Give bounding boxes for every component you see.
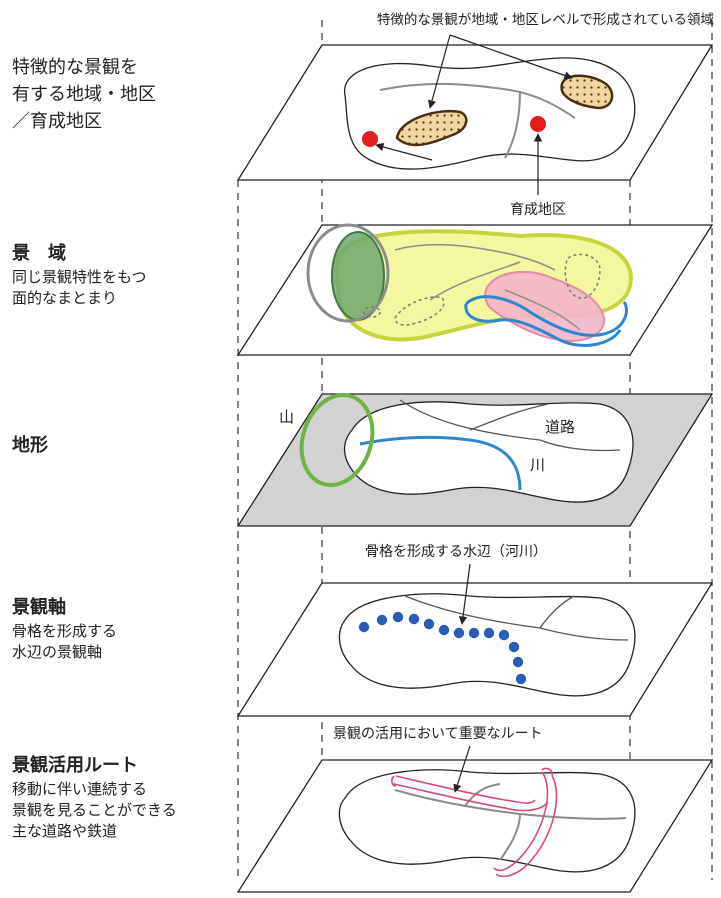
axis-dot xyxy=(508,641,520,653)
axis-dot xyxy=(376,614,388,626)
zone-dotted-blob-3 xyxy=(363,306,381,318)
label-route-desc: 移動に伴い連続する 景観を見ることができる 主な道路や鉄道 xyxy=(12,780,177,840)
label-terrain: 地形 xyxy=(12,432,48,459)
axis-dot xyxy=(515,673,527,685)
road-line-1b xyxy=(504,91,521,159)
axis-dot xyxy=(512,656,524,668)
nurture-dot-2 xyxy=(530,116,546,132)
road-line-1a xyxy=(379,82,576,119)
label-route-title: 景観活用ルート xyxy=(12,755,138,776)
callout-route-text: 景観の活用において重要なルート xyxy=(333,725,543,742)
hatched-area-1-dots xyxy=(397,111,467,146)
plane-terrain: 山 道路 川 xyxy=(236,393,714,527)
axis-dot xyxy=(438,624,450,636)
zone-river-blue xyxy=(464,295,628,347)
callout-nurture-text: 育成地区 xyxy=(510,202,566,218)
land-outline-4 xyxy=(338,593,636,697)
terrain-river xyxy=(359,435,522,491)
callout-waterfront-text: 骨格を形成する水辺（河川） xyxy=(365,544,547,560)
label-axis-title: 景観軸 xyxy=(12,597,66,618)
terrain-road-label: 道路 xyxy=(545,418,575,436)
label-landscape-axis: 景観軸 骨格を形成する 水辺の景観軸 xyxy=(12,594,117,663)
plane-landscape-zone xyxy=(236,223,714,356)
label-terrain-title: 地形 xyxy=(12,435,48,456)
plane-landscape-axis: 骨格を形成する水辺（河川） xyxy=(236,544,714,717)
callout-arrow-route xyxy=(453,745,471,793)
label-zone-title: 景 域 xyxy=(12,243,66,264)
axis-dot xyxy=(453,627,465,639)
zone-dotted-blob-1 xyxy=(564,253,601,299)
label-characteristic-areas: 特徴的な景観を 有する地域・地区 ／育成地区 xyxy=(12,54,156,135)
axis-dot xyxy=(498,629,510,641)
nurture-dot-1 xyxy=(362,131,378,147)
axis-dot-chain xyxy=(358,611,527,685)
callout-arrow-top-2 xyxy=(449,34,573,80)
route-pink-vertical xyxy=(493,771,558,878)
axis-dot xyxy=(408,613,420,625)
label-zone-desc: 同じ景観特性をもつ 面的なまとまり xyxy=(12,268,147,307)
route-gray-lines xyxy=(394,783,627,861)
axis-dot xyxy=(483,627,495,639)
zone-gray-ring xyxy=(306,223,390,323)
terrain-road-lines xyxy=(399,399,621,452)
zone-road-lines xyxy=(394,243,581,331)
land-outline-1 xyxy=(344,57,636,170)
axis-dot xyxy=(392,611,404,623)
terrain-mountain-ring xyxy=(299,393,375,487)
route-pink-cap xyxy=(391,767,554,787)
plane-utilization-route: 景観の活用において重要なルート xyxy=(236,725,714,893)
axis-dot xyxy=(358,621,370,633)
land-outline-3 xyxy=(343,401,634,503)
label-characteristic-title: 特徴的な景観を 有する地域・地区 ／育成地区 xyxy=(12,57,156,132)
callout-arrow-top-1 xyxy=(427,34,451,109)
axis-dot xyxy=(423,618,435,630)
callout-arrow-nurture-2 xyxy=(375,142,433,161)
terrain-river-label: 川 xyxy=(530,456,545,474)
label-landscape-zone: 景 域 同じ景観特性をもつ 面的なまとまり xyxy=(12,240,146,309)
label-utilization-route: 景観活用ルート 移動に伴い連続する 景観を見ることができる 主な道路や鉄道 xyxy=(12,752,177,842)
land-outline-5 xyxy=(338,769,636,873)
callout-arrow-waterfront xyxy=(458,563,471,625)
axis-dot xyxy=(468,627,480,639)
callout-top-text: 特徴的な景観が地域・地区レベルで形成されている領域 xyxy=(377,11,714,28)
label-axis-desc: 骨格を形成する 水辺の景観軸 xyxy=(12,622,118,661)
hatched-area-2-dots xyxy=(561,75,613,108)
terrain-mountain-label: 山 xyxy=(279,408,294,426)
route-pink-upper xyxy=(393,775,549,812)
plane-characteristic-areas: 特徴的な景観が地域・地区レベルで形成されている領域 育成地区 xyxy=(236,11,714,218)
